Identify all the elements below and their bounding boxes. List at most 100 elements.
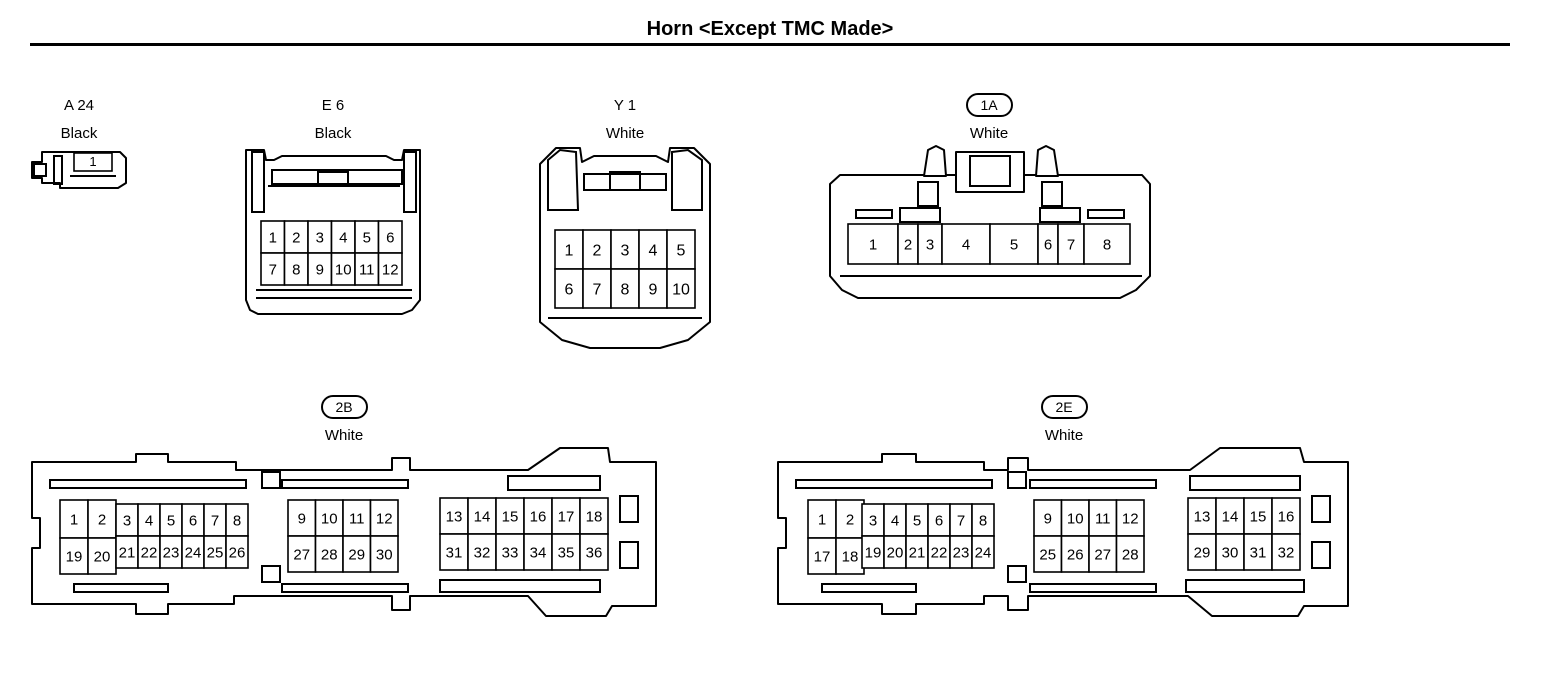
connector-2e-pin-label: 5 bbox=[913, 512, 921, 529]
connector-1a-pin-label: 5 bbox=[1010, 236, 1018, 253]
connector-2e-color: White bbox=[1045, 427, 1083, 444]
connector-2e-pin-label: 30 bbox=[1222, 544, 1239, 561]
connector-2b-pin-label: 30 bbox=[376, 546, 393, 563]
connector-y1-lock-left bbox=[547, 148, 580, 211]
connector-2e-guide-2 bbox=[1311, 541, 1331, 569]
connector-y1-pin-label: 2 bbox=[593, 242, 602, 259]
connector-2e-pin-label: 9 bbox=[1044, 510, 1052, 527]
connector-2e-pin-label: 4 bbox=[891, 512, 899, 529]
connector-1a-color: White bbox=[970, 125, 1008, 142]
diagram-title: Horn <Except TMC Made> bbox=[646, 18, 894, 40]
connector-1a-pin-5 bbox=[989, 223, 1039, 265]
connector-y1-pin-label: 10 bbox=[672, 281, 690, 298]
connector-2b-pin-label: 24 bbox=[185, 544, 202, 561]
connector-2b-pin-label: 31 bbox=[446, 544, 463, 561]
connector-2b-pin-label: 23 bbox=[163, 544, 180, 561]
connector-1a-slot-2 bbox=[899, 207, 941, 223]
connector-y1-pin-label: 8 bbox=[621, 281, 630, 298]
connector-a24-latch bbox=[33, 163, 47, 177]
connector-2e-pin-30 bbox=[1215, 533, 1245, 571]
connector-1a-slot-3 bbox=[1039, 207, 1081, 223]
connector-2b-pin-label: 16 bbox=[530, 508, 547, 525]
connector-2e-pin-label: 25 bbox=[1039, 546, 1056, 563]
connector-y1-pin-label: 4 bbox=[649, 242, 658, 259]
connector-2e-pin-label: 31 bbox=[1250, 544, 1267, 561]
connector-1a-pin-label: 7 bbox=[1067, 236, 1075, 253]
connector-2b-pin-label: 2 bbox=[98, 511, 106, 528]
connector-2b-guide-1 bbox=[619, 495, 639, 523]
connector-1a-pin-3 bbox=[917, 223, 943, 265]
connector-e6-lock-left bbox=[251, 151, 265, 213]
connector-2b-pin-label: 12 bbox=[376, 510, 393, 527]
connector-2b-pin-14 bbox=[467, 497, 497, 535]
connector-1a-pin-label: 2 bbox=[904, 236, 912, 253]
connector-e6-pin-label: 4 bbox=[339, 229, 347, 246]
connector-2e-rail-top-3 bbox=[1189, 475, 1301, 491]
connector-2e-pin-label: 23 bbox=[953, 544, 970, 561]
connector-2e-pin-label: 19 bbox=[865, 544, 882, 561]
connector-2b-pin-label: 26 bbox=[229, 544, 246, 561]
connector-2b-pin-label: 32 bbox=[474, 544, 491, 561]
connector-y1-code: Y 1 bbox=[614, 97, 636, 114]
connector-a24-rib bbox=[53, 155, 63, 185]
connector-2e-pin-label: 16 bbox=[1278, 508, 1295, 525]
connector-2b-pin-30 bbox=[369, 535, 399, 573]
connector-1a-slot-1 bbox=[855, 209, 893, 219]
connector-2b-pin-label: 14 bbox=[474, 508, 491, 525]
connector-e6-pin-label: 2 bbox=[292, 229, 300, 246]
connector-2b-pin-label: 21 bbox=[119, 544, 136, 561]
connector-2b-rail-top-3 bbox=[507, 475, 601, 491]
connector-1a-code: 1A bbox=[980, 97, 998, 113]
connector-a24: A 24 Black 1 bbox=[31, 97, 127, 189]
connector-2b-pin-label: 1 bbox=[70, 511, 78, 528]
connector-2e-pin-label: 11 bbox=[1095, 510, 1111, 527]
connector-2e-pin-label: 12 bbox=[1122, 510, 1139, 527]
connector-2b-pin-label: 11 bbox=[349, 510, 365, 527]
connector-y1-key bbox=[609, 171, 641, 191]
connector-2e-pin-label: 17 bbox=[814, 548, 831, 565]
connector-2b-pin-26 bbox=[225, 535, 249, 569]
connector-2e-pin-label: 15 bbox=[1250, 508, 1267, 525]
connector-2e-pin-label: 28 bbox=[1122, 546, 1139, 563]
connector-a24-color: Black bbox=[61, 125, 98, 142]
connector-e6-pin-label: 12 bbox=[382, 261, 399, 278]
connector-1a-pin-7 bbox=[1057, 223, 1085, 265]
connector-2e-pin-25 bbox=[1033, 535, 1063, 573]
connector-e6-pin-label: 7 bbox=[269, 261, 277, 278]
connector-2e-pin-label: 27 bbox=[1094, 546, 1111, 563]
connector-2b-pin-label: 29 bbox=[348, 546, 365, 563]
connector-1a-pin-label: 1 bbox=[869, 236, 877, 253]
connector-2b-pin-13 bbox=[439, 497, 469, 535]
connector-2b-pin-label: 34 bbox=[530, 544, 547, 561]
connector-1a-window-left bbox=[917, 181, 939, 207]
connector-2e-code: 2E bbox=[1055, 399, 1072, 415]
connector-e6-code: E 6 bbox=[322, 97, 345, 114]
connector-2b-rail-bottom-3 bbox=[439, 579, 601, 593]
connector-e6-pin-label: 6 bbox=[386, 229, 394, 246]
connector-1a-pin-label: 3 bbox=[926, 236, 934, 253]
connector-2b-pin-36 bbox=[579, 533, 609, 571]
connector-y1-pin-label: 3 bbox=[621, 242, 630, 259]
connector-2e-pin-31 bbox=[1243, 533, 1273, 571]
title-rule bbox=[30, 43, 1510, 46]
connector-a24-pin bbox=[73, 152, 113, 172]
connector-2e-pin-26 bbox=[1060, 535, 1090, 573]
connector-y1-pin-label: 7 bbox=[593, 281, 602, 298]
connector-2e-pin-label: 32 bbox=[1278, 544, 1295, 561]
connector-y1-pin-3 bbox=[610, 229, 640, 270]
connector-e6-pin-label: 11 bbox=[359, 261, 375, 278]
connector-2e-pin-label: 13 bbox=[1194, 508, 1211, 525]
connector-e6-pin-label: 8 bbox=[292, 261, 300, 278]
connector-2e-pin-label: 2 bbox=[846, 511, 854, 528]
connector-2e-pin-label: 6 bbox=[935, 512, 943, 529]
connector-2b-guide-2 bbox=[619, 541, 639, 569]
connector-2e-pin-28 bbox=[1115, 535, 1145, 573]
